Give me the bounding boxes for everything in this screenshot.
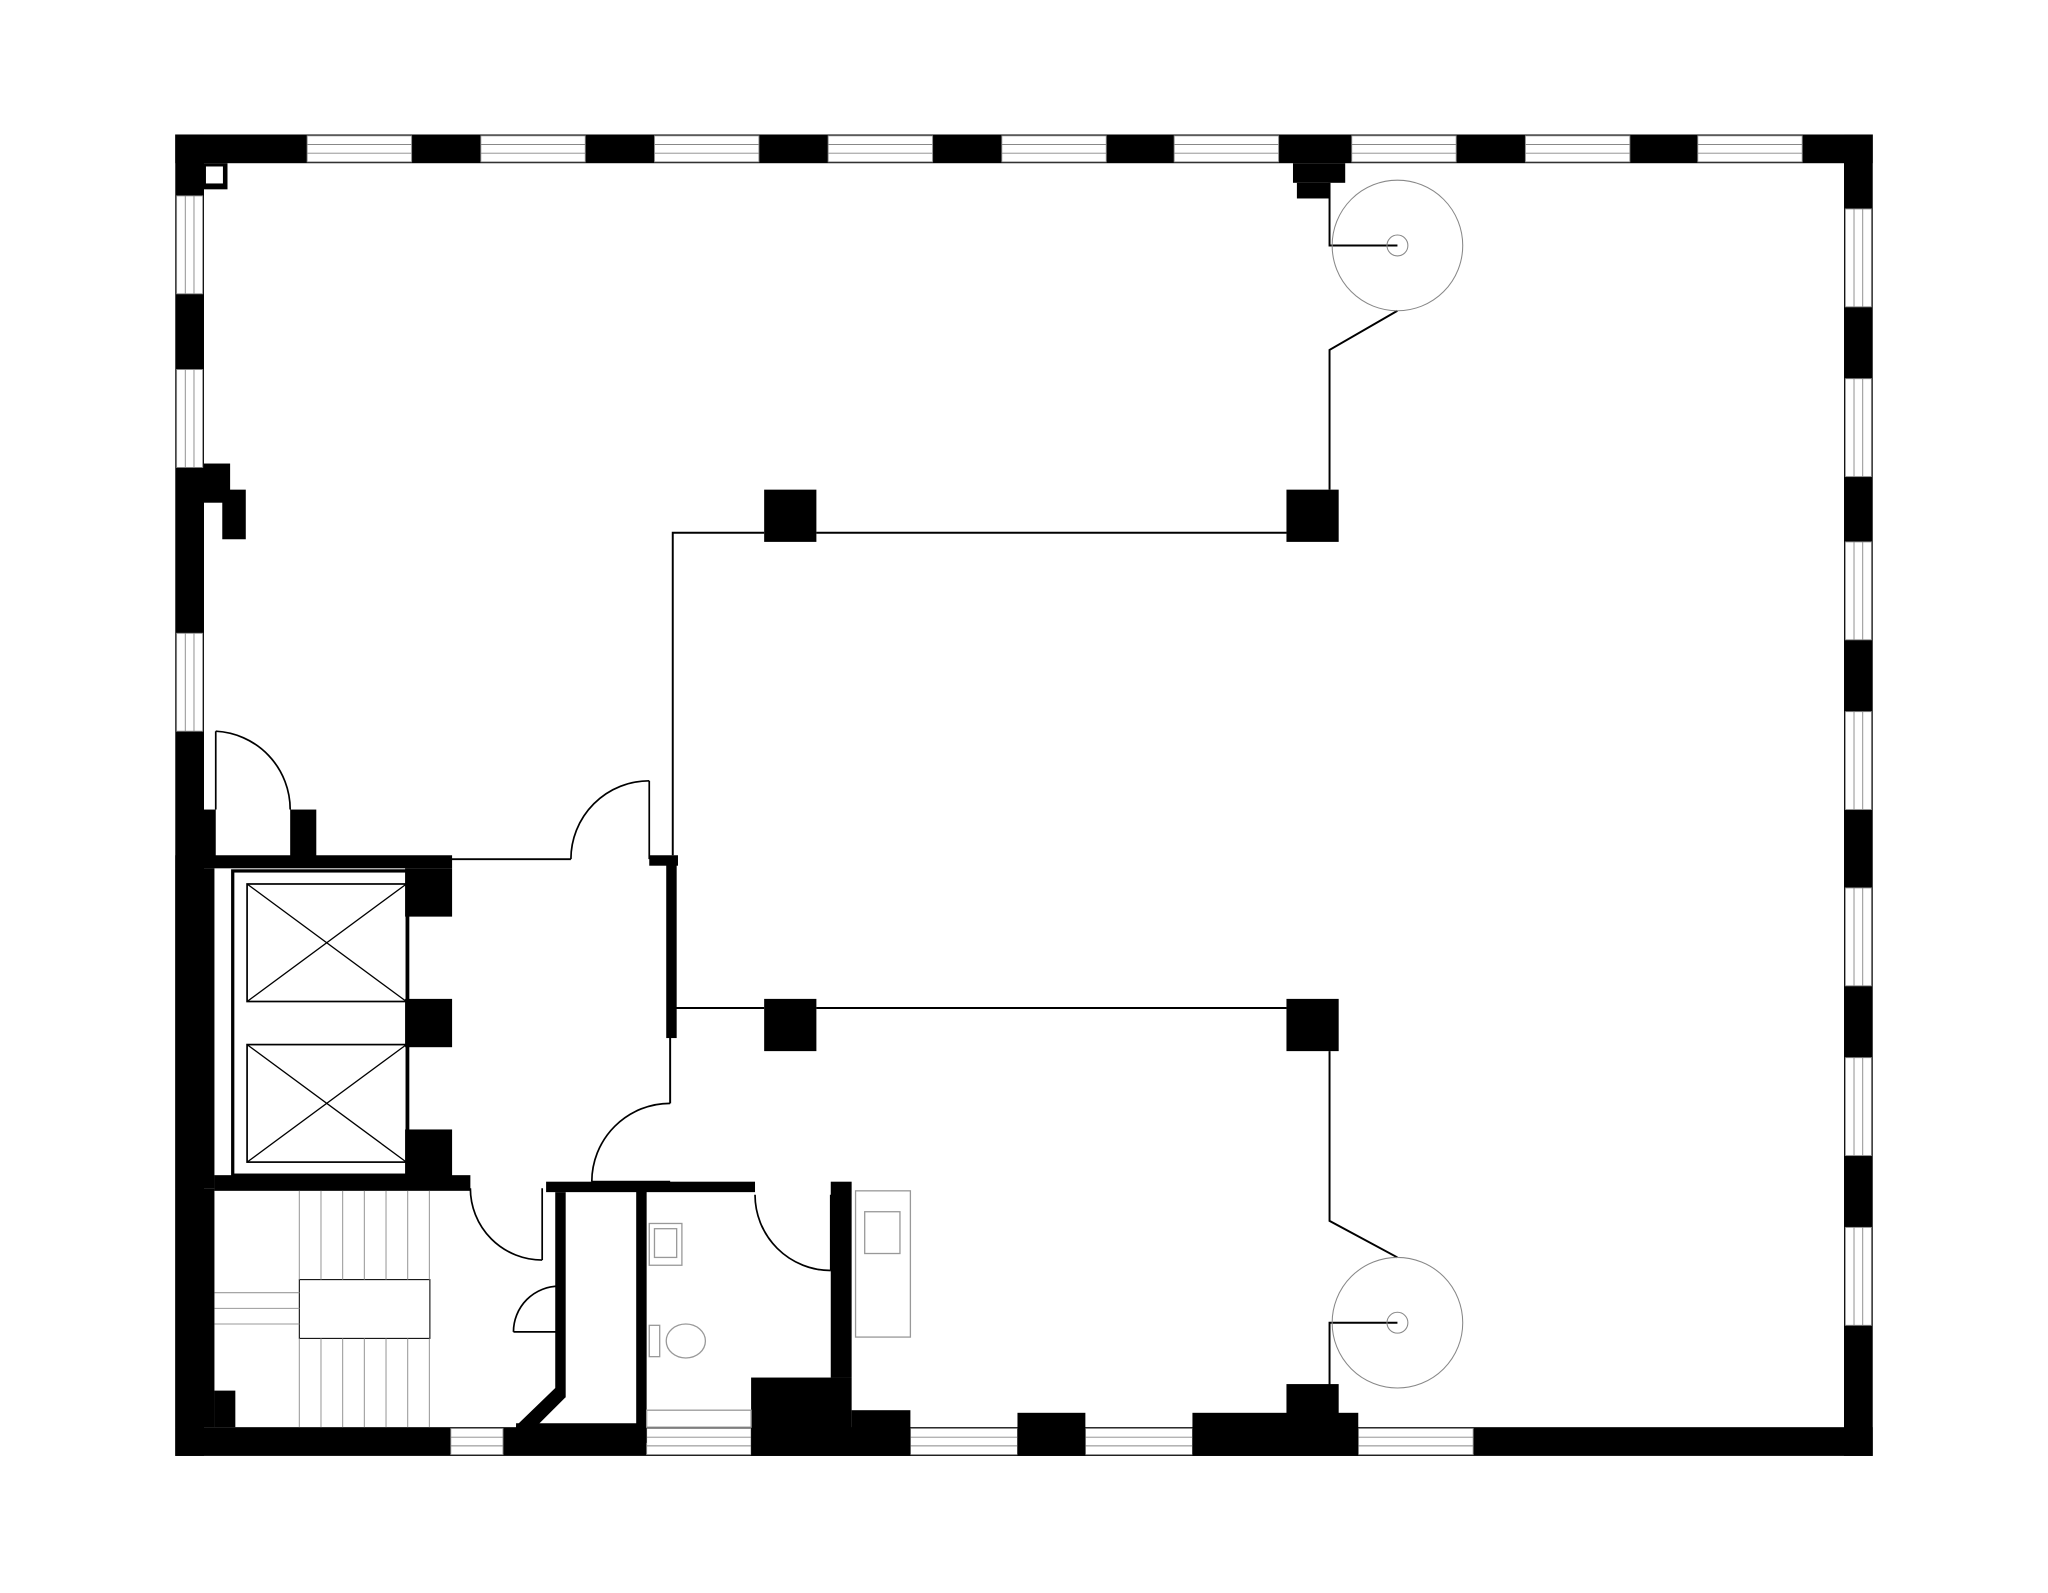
columns bbox=[764, 489, 1339, 1052]
closet-diagonal bbox=[516, 1387, 566, 1437]
window bbox=[646, 1428, 752, 1456]
window bbox=[1844, 541, 1872, 641]
window bbox=[654, 135, 760, 163]
window bbox=[1844, 208, 1872, 308]
window bbox=[176, 632, 204, 732]
window bbox=[1697, 135, 1803, 163]
window bbox=[1844, 378, 1872, 478]
window bbox=[1844, 887, 1872, 987]
window bbox=[450, 1428, 504, 1456]
window bbox=[1844, 1226, 1872, 1326]
corner-details bbox=[203, 163, 1346, 540]
window bbox=[1844, 1057, 1872, 1157]
window bbox=[827, 135, 934, 163]
partitions bbox=[450, 182, 1398, 1387]
window bbox=[1084, 1428, 1193, 1456]
window bbox=[1524, 135, 1631, 163]
bathroom-fixtures bbox=[645, 1190, 912, 1428]
window bbox=[909, 1428, 1018, 1456]
window bbox=[1351, 135, 1457, 163]
corner-box bbox=[204, 165, 225, 185]
window bbox=[480, 135, 586, 163]
window bbox=[1844, 711, 1872, 811]
window bbox=[1001, 135, 1107, 163]
elevators bbox=[231, 869, 410, 1177]
window bbox=[306, 135, 413, 163]
stairwell bbox=[214, 1190, 431, 1428]
core-walls bbox=[175, 809, 1359, 1456]
spiral-stairs bbox=[1331, 179, 1464, 1389]
windows bbox=[176, 135, 1872, 1456]
window bbox=[1173, 135, 1280, 163]
window bbox=[176, 195, 204, 295]
window bbox=[176, 369, 204, 468]
window bbox=[1357, 1428, 1474, 1456]
